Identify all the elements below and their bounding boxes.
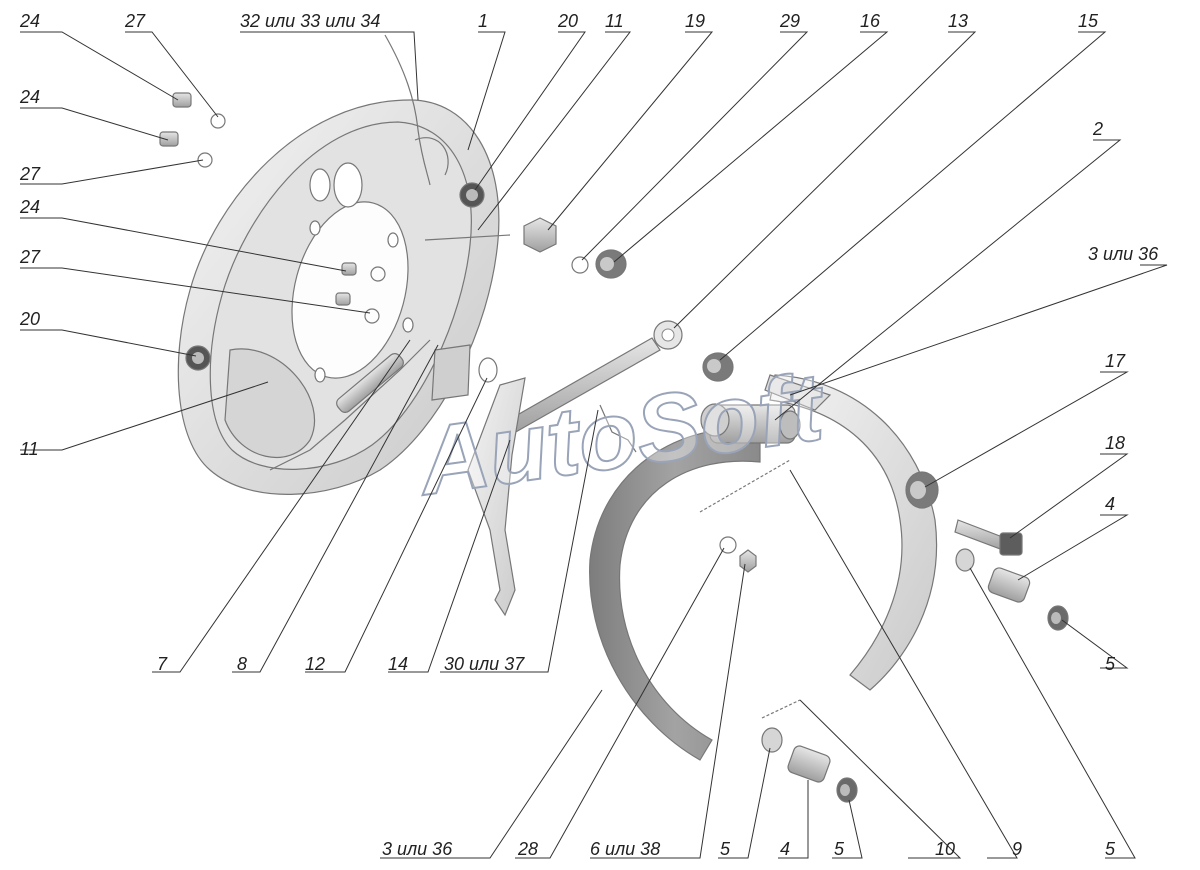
bolt-24-b bbox=[159, 131, 179, 147]
bushing-13 bbox=[702, 352, 734, 382]
lever-12 bbox=[478, 357, 498, 383]
washer-27-d bbox=[364, 308, 380, 324]
label-20-b: 20 bbox=[19, 309, 40, 329]
parking-lever-14 bbox=[467, 377, 526, 617]
bolt-24-c bbox=[341, 262, 357, 276]
brake-shoe-lining-3 bbox=[589, 428, 761, 761]
label-24-c: 24 bbox=[19, 197, 40, 217]
label-19: 19 bbox=[685, 11, 705, 31]
label-11-b: 11 bbox=[20, 439, 39, 459]
label-4-b: 4 bbox=[780, 839, 790, 859]
bolt-24-a bbox=[172, 92, 192, 108]
label-12: 12 bbox=[305, 654, 325, 674]
cup-5-a bbox=[955, 548, 975, 572]
label-30-37: 30 или 37 bbox=[444, 654, 525, 674]
label-24-a: 24 bbox=[19, 11, 40, 31]
label-13: 13 bbox=[948, 11, 968, 31]
label-32-33-34: 32 или 33 или 34 bbox=[240, 11, 380, 31]
label-8: 8 bbox=[237, 654, 247, 674]
label-18: 18 bbox=[1105, 433, 1125, 453]
label-5-a: 5 bbox=[1105, 654, 1116, 674]
leader-lines bbox=[20, 31, 1168, 859]
bushing-17 bbox=[905, 471, 939, 509]
parking-cable-7 bbox=[269, 339, 431, 471]
cable-wire-32 bbox=[384, 34, 431, 186]
label-20-a: 20 bbox=[557, 11, 578, 31]
label-28: 28 bbox=[517, 839, 538, 859]
bushing-16 bbox=[595, 249, 627, 279]
label-9: 9 bbox=[1012, 839, 1022, 859]
bolt-24-d bbox=[335, 292, 351, 306]
adjuster-rod bbox=[424, 234, 511, 241]
label-3-36-bottom: 3 или 36 bbox=[382, 839, 453, 859]
spring-4-b bbox=[787, 745, 831, 783]
label-16: 16 bbox=[860, 11, 881, 31]
label-1: 1 bbox=[478, 11, 488, 31]
label-7: 7 bbox=[157, 654, 168, 674]
label-5-d: 5 bbox=[1105, 839, 1116, 859]
washer-27-b bbox=[197, 152, 213, 168]
label-14: 14 bbox=[388, 654, 408, 674]
label-15: 15 bbox=[1078, 11, 1099, 31]
label-11-a: 11 bbox=[605, 11, 624, 31]
lower-spring-10 bbox=[761, 699, 801, 719]
plate-plug-20-top bbox=[459, 182, 485, 208]
label-5-b: 5 bbox=[720, 839, 731, 859]
label-4-a: 4 bbox=[1105, 494, 1115, 514]
callout-labels: 24 27 32 или 33 или 34 1 20 11 19 29 16 … bbox=[19, 11, 1159, 859]
label-3-36-top: 3 или 36 bbox=[1088, 244, 1159, 264]
washer-27-a bbox=[210, 113, 226, 129]
washer-27-c bbox=[370, 266, 386, 282]
label-17: 17 bbox=[1105, 351, 1126, 371]
spring-4-a bbox=[987, 567, 1031, 603]
label-27-b: 27 bbox=[19, 164, 41, 184]
pin-18 bbox=[954, 519, 1023, 556]
cup-5-b bbox=[1047, 605, 1069, 631]
cup-5-d bbox=[836, 777, 858, 803]
label-27-c: 27 bbox=[19, 247, 41, 267]
return-spring-9 bbox=[699, 459, 791, 513]
cup-5-c bbox=[761, 727, 783, 753]
label-2: 2 bbox=[1092, 119, 1103, 139]
label-10: 10 bbox=[935, 839, 955, 859]
label-24-b: 24 bbox=[19, 87, 40, 107]
cable-spring-7 bbox=[336, 353, 404, 413]
ring-28 bbox=[719, 536, 737, 554]
label-29: 29 bbox=[779, 11, 800, 31]
spring-30 bbox=[599, 404, 637, 453]
label-27-a: 27 bbox=[124, 11, 146, 31]
label-6-38: 6 или 38 bbox=[590, 839, 660, 859]
plate-plug-20-left bbox=[185, 345, 211, 371]
lock-ring-29 bbox=[571, 256, 589, 274]
label-5-c: 5 bbox=[834, 839, 845, 859]
wheel-cylinder bbox=[700, 403, 801, 444]
nut-19 bbox=[523, 217, 557, 253]
nut-6 bbox=[739, 549, 757, 573]
